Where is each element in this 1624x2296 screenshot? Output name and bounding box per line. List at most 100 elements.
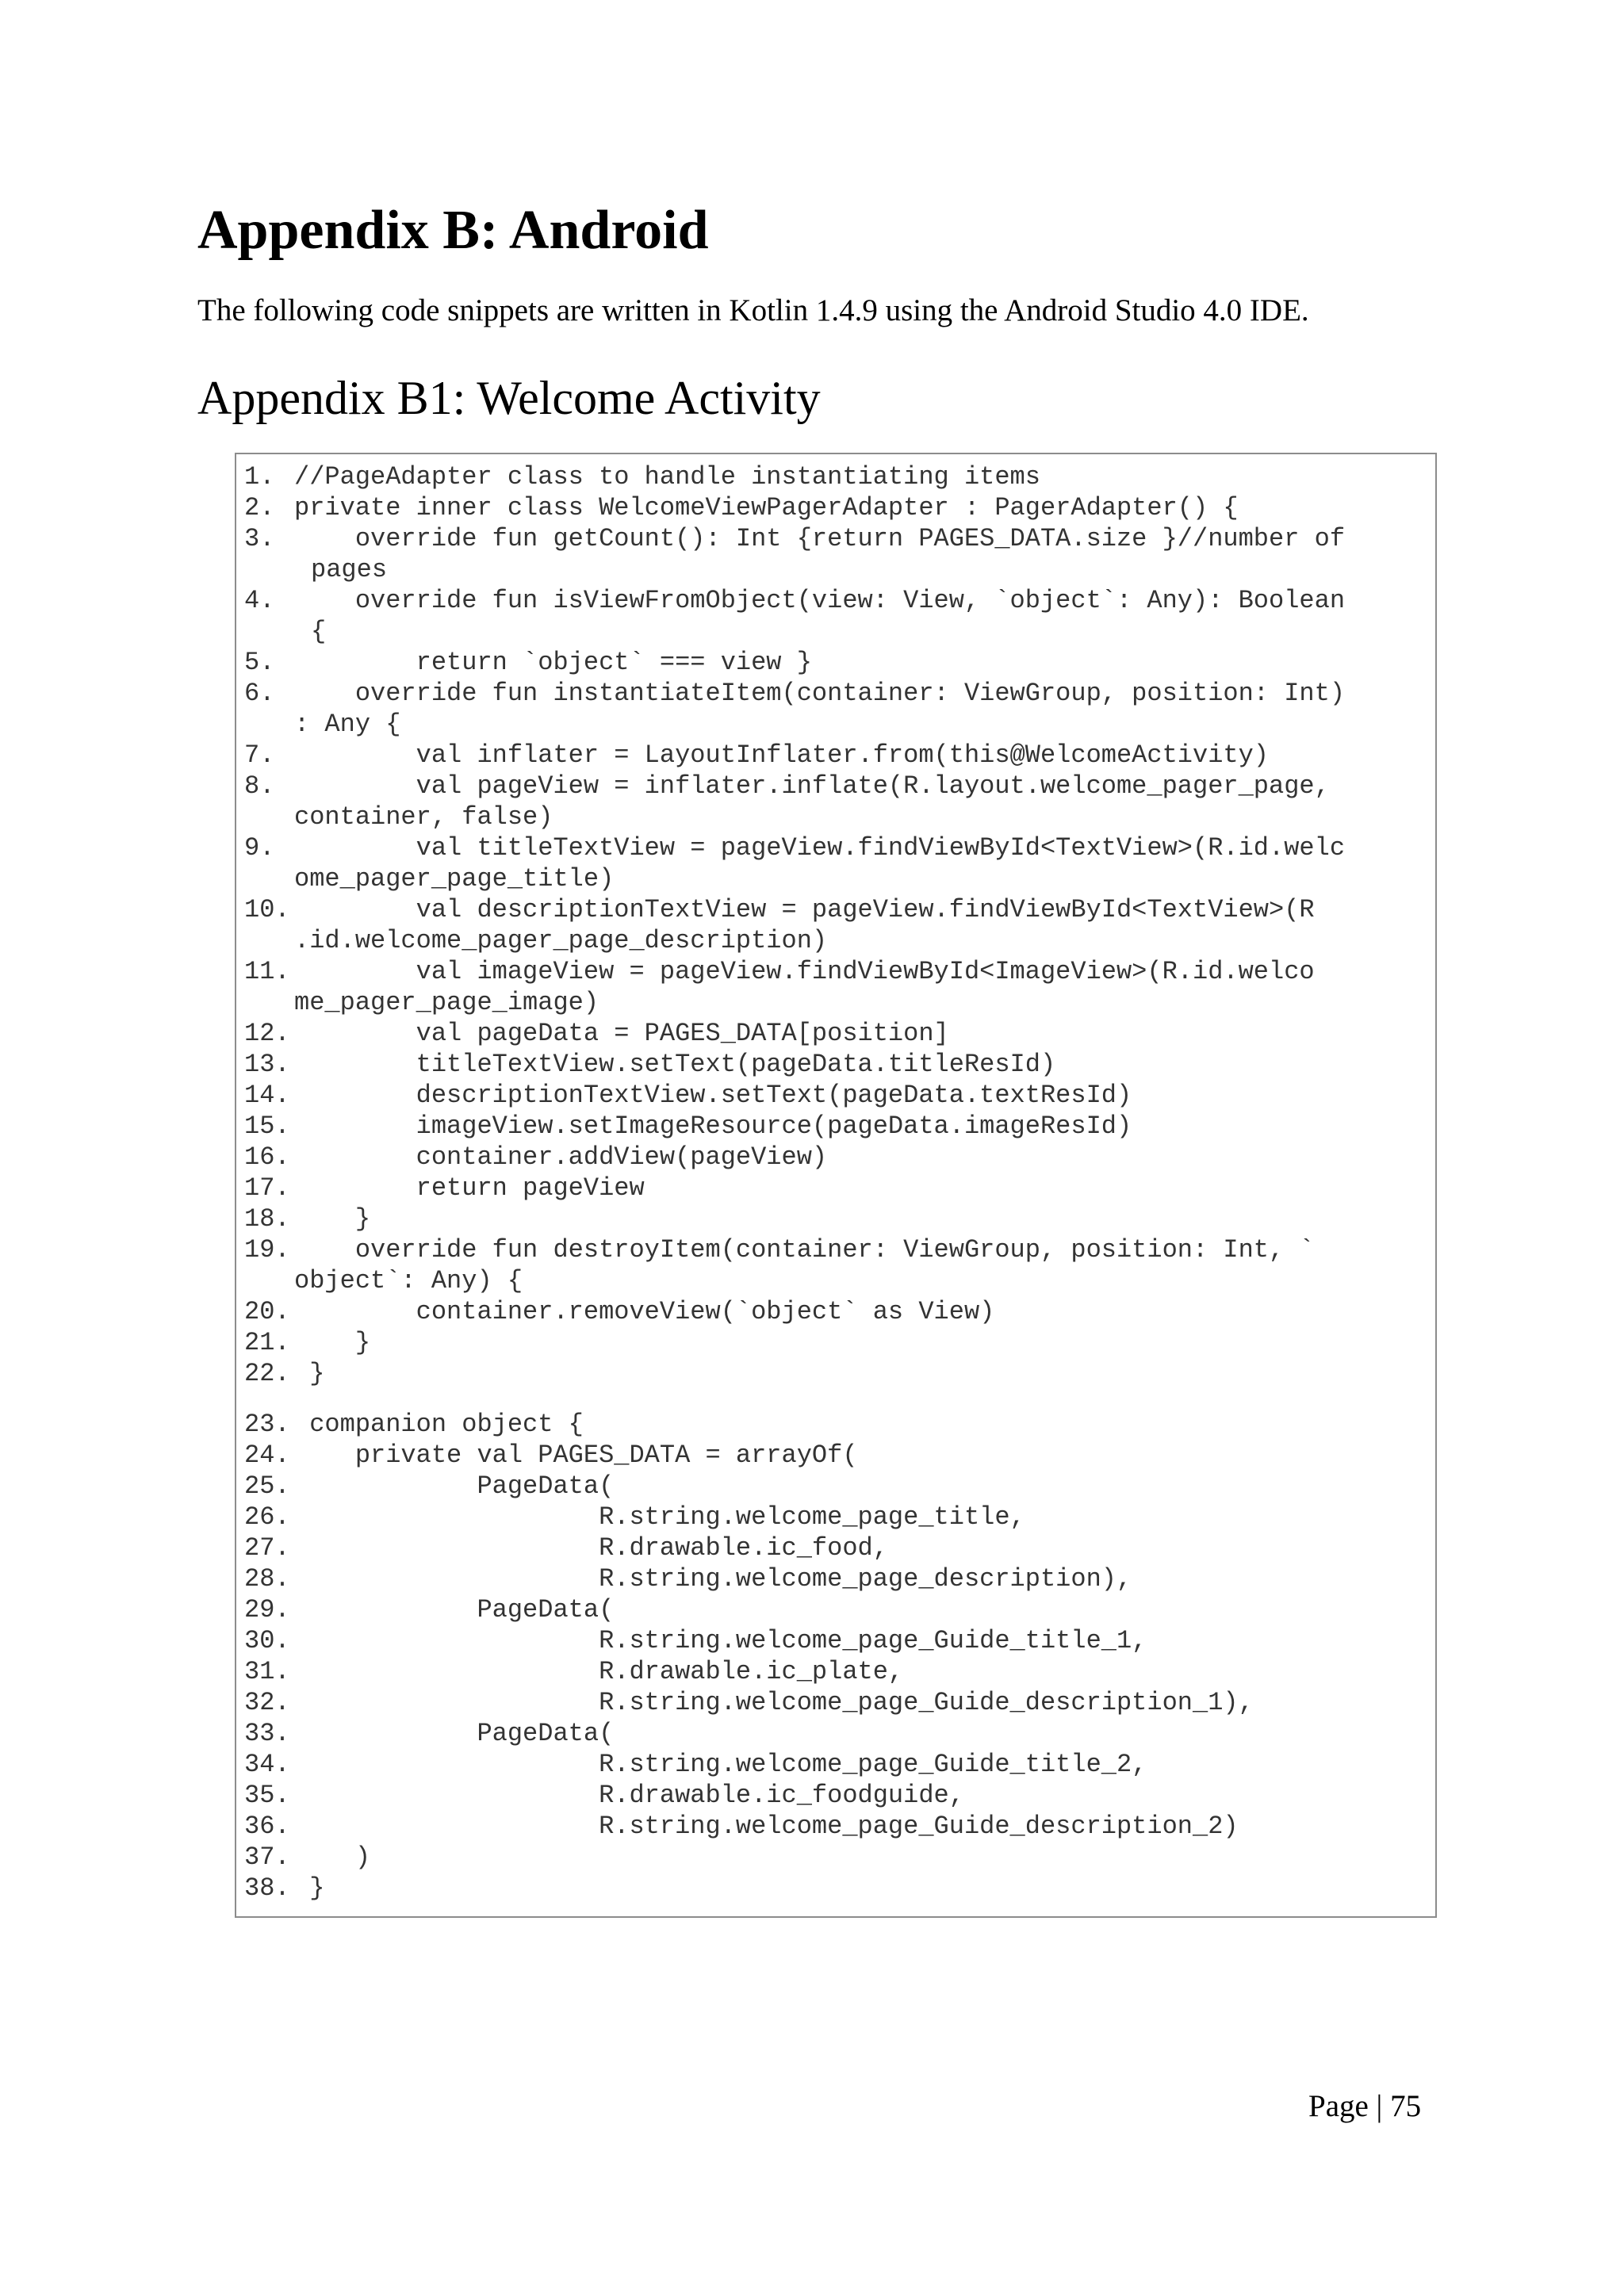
code-line: 5. return `object` === view } bbox=[244, 647, 1435, 678]
code-line: 10. val descriptionTextView = pageView.f… bbox=[244, 894, 1435, 956]
line-number: 19. bbox=[244, 1235, 290, 1265]
section-heading: Appendix B1: Welcome Activity bbox=[197, 372, 821, 424]
line-number: 6. bbox=[244, 679, 275, 708]
code-line: 9. val titleTextView = pageView.findView… bbox=[244, 832, 1435, 894]
code-text: override fun isViewFromObject(view: View… bbox=[294, 586, 1346, 615]
code-line: 22. } bbox=[244, 1358, 1435, 1389]
code-line: 38. } bbox=[244, 1873, 1435, 1904]
code-text: private val PAGES_DATA = arrayOf( bbox=[294, 1441, 858, 1470]
line-number: 15. bbox=[244, 1112, 290, 1141]
line-number: 29. bbox=[244, 1595, 290, 1624]
code-text: } bbox=[294, 1204, 371, 1234]
code-text: R.drawable.ic_food, bbox=[294, 1533, 888, 1563]
line-number: 20. bbox=[244, 1297, 290, 1326]
code-line: 17. return pageView bbox=[244, 1173, 1435, 1203]
code-text-continuation: me_pager_page_image) bbox=[294, 988, 599, 1017]
line-number: 11. bbox=[244, 957, 290, 986]
code-line: 27. R.drawable.ic_food, bbox=[244, 1533, 1435, 1563]
line-number: 38. bbox=[244, 1873, 290, 1903]
line-number: 14. bbox=[244, 1081, 290, 1110]
line-number: 17. bbox=[244, 1173, 290, 1203]
code-line: 4. override fun isViewFromObject(view: V… bbox=[244, 585, 1435, 647]
code-text: val imageView = pageView.findViewById<Im… bbox=[294, 957, 1315, 986]
code-line: 14. descriptionTextView.setText(pageData… bbox=[244, 1080, 1435, 1111]
code-text-continuation: ome_pager_page_title) bbox=[294, 864, 615, 894]
code-text: descriptionTextView.setText(pageData.tex… bbox=[294, 1081, 1132, 1110]
code-text-continuation: .id.welcome_pager_page_description) bbox=[294, 926, 828, 955]
code-text: val descriptionTextView = pageView.findV… bbox=[294, 895, 1315, 924]
line-number: 13. bbox=[244, 1050, 290, 1079]
code-line: 37. ) bbox=[244, 1842, 1435, 1873]
line-number: 24. bbox=[244, 1441, 290, 1470]
line-number: 34. bbox=[244, 1750, 290, 1779]
code-line: 6. override fun instantiateItem(containe… bbox=[244, 678, 1435, 740]
code-line: 36. R.string.welcome_page_Guide_descript… bbox=[244, 1811, 1435, 1842]
code-line: 15. imageView.setImageResource(pageData.… bbox=[244, 1111, 1435, 1142]
code-line: 30. R.string.welcome_page_Guide_title_1, bbox=[244, 1625, 1435, 1656]
code-line: 12. val pageData = PAGES_DATA[position] bbox=[244, 1018, 1435, 1049]
code-text: R.string.welcome_page_title, bbox=[294, 1502, 1025, 1532]
line-number: 2. bbox=[244, 493, 275, 522]
code-text: companion object { bbox=[294, 1410, 584, 1439]
code-text: R.string.welcome_page_description), bbox=[294, 1564, 1132, 1594]
code-line: 23. companion object { bbox=[244, 1409, 1435, 1440]
code-text: container.removeView(`object` as View) bbox=[294, 1297, 995, 1326]
line-number: 37. bbox=[244, 1843, 290, 1872]
line-number: 4. bbox=[244, 586, 275, 615]
line-number: 7. bbox=[244, 740, 275, 770]
code-text: R.drawable.ic_plate, bbox=[294, 1657, 904, 1686]
code-text: override fun getCount(): Int {return PAG… bbox=[294, 524, 1346, 553]
line-number: 22. bbox=[244, 1359, 290, 1388]
line-number: 27. bbox=[244, 1533, 290, 1563]
code-line: 1.//PageAdapter class to handle instanti… bbox=[244, 461, 1435, 492]
code-text: val pageData = PAGES_DATA[position] bbox=[294, 1019, 949, 1048]
page-heading: Appendix B: Android bbox=[197, 200, 709, 261]
intro-paragraph: The following code snippets are written … bbox=[197, 293, 1309, 327]
code-text: //PageAdapter class to handle instantiat… bbox=[294, 462, 1040, 492]
line-number: 12. bbox=[244, 1019, 290, 1048]
line-number: 5. bbox=[244, 648, 275, 677]
code-listing: 1.//PageAdapter class to handle instanti… bbox=[235, 453, 1437, 1918]
line-number: 26. bbox=[244, 1502, 290, 1532]
code-text: R.string.welcome_page_Guide_title_1, bbox=[294, 1626, 1147, 1655]
code-text-continuation: container, false) bbox=[294, 802, 553, 832]
code-line: 29. PageData( bbox=[244, 1594, 1435, 1625]
code-line: 16. container.addView(pageView) bbox=[244, 1142, 1435, 1173]
line-number: 16. bbox=[244, 1142, 290, 1172]
code-line: 28. R.string.welcome_page_description), bbox=[244, 1563, 1435, 1594]
line-number: 36. bbox=[244, 1812, 290, 1841]
code-line: 24. private val PAGES_DATA = arrayOf( bbox=[244, 1440, 1435, 1471]
code-line: 18. } bbox=[244, 1203, 1435, 1234]
line-number: 31. bbox=[244, 1657, 290, 1686]
code-line: 35. R.drawable.ic_foodguide, bbox=[244, 1780, 1435, 1811]
page-number: Page | 75 bbox=[1308, 2089, 1422, 2123]
code-line: 2. private inner class WelcomeViewPagerAd… bbox=[244, 492, 1435, 523]
line-number: 30. bbox=[244, 1626, 290, 1655]
code-line: 7. val inflater = LayoutInflater.from(th… bbox=[244, 740, 1435, 771]
code-text: R.string.welcome_page_Guide_description_… bbox=[294, 1812, 1239, 1841]
code-text: private inner class WelcomeViewPagerAdap… bbox=[294, 493, 1239, 522]
code-line: 11. val imageView = pageView.findViewByI… bbox=[244, 956, 1435, 1018]
code-text: override fun instantiateItem(container: … bbox=[294, 679, 1346, 708]
code-line: 34. R.string.welcome_page_Guide_title_2, bbox=[244, 1749, 1435, 1780]
line-number: 35. bbox=[244, 1781, 290, 1810]
code-text-continuation: pages bbox=[311, 555, 388, 584]
line-number: 25. bbox=[244, 1471, 290, 1501]
code-text: return `object` === view } bbox=[294, 648, 812, 677]
code-line: 13. titleTextView.setText(pageData.title… bbox=[244, 1049, 1435, 1080]
code-text: PageData( bbox=[294, 1471, 615, 1501]
code-line: 3. override fun getCount(): Int {return … bbox=[244, 523, 1435, 585]
code-text: PageData( bbox=[294, 1595, 615, 1624]
code-text: R.string.welcome_page_Guide_title_2, bbox=[294, 1750, 1147, 1779]
code-text: override fun destroyItem(container: View… bbox=[294, 1235, 1315, 1265]
code-text-continuation: { bbox=[311, 617, 327, 646]
code-text: val inflater = LayoutInflater.from(this@… bbox=[294, 740, 1269, 770]
line-number: 23. bbox=[244, 1410, 290, 1439]
code-text: ) bbox=[294, 1843, 371, 1872]
code-text: container.addView(pageView) bbox=[294, 1142, 828, 1172]
code-line: 25. PageData( bbox=[244, 1471, 1435, 1502]
code-text-continuation: : Any { bbox=[294, 710, 401, 739]
code-line: 21. } bbox=[244, 1327, 1435, 1358]
code-text-continuation: object`: Any) { bbox=[294, 1266, 523, 1295]
line-number: 21. bbox=[244, 1328, 290, 1357]
